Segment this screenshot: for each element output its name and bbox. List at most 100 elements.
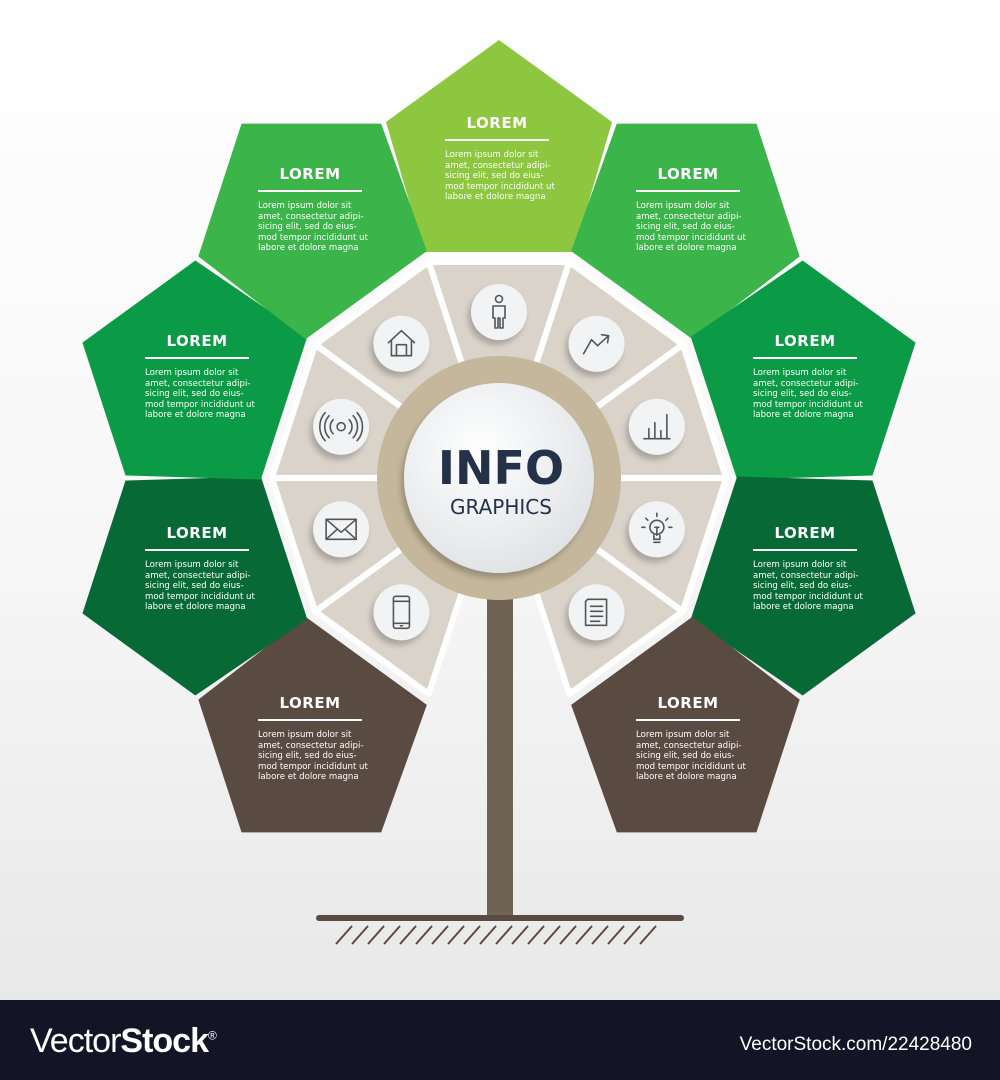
body-line: labore et dolore magna [753, 602, 854, 613]
footer-bar: VectorStock® VectorStock.com/22428480 [0, 1000, 1000, 1080]
body-line: Lorem ipsum dolor sit [445, 150, 539, 160]
hatch-line [511, 925, 529, 945]
home-icon[interactable] [373, 315, 430, 372]
item-title: LOREM [166, 332, 228, 350]
ground-line [316, 915, 684, 921]
pentagon-7 [82, 476, 308, 696]
body-line: amet, consectetur adipi- [636, 740, 742, 751]
hatch-line [559, 925, 577, 945]
lightbulb-icon[interactable] [628, 501, 685, 558]
title-divider [258, 190, 362, 192]
item-title: LOREM [279, 694, 341, 712]
pentagon-6 [198, 616, 427, 833]
body-line: labore et dolore magna [445, 192, 546, 203]
body-line: sicing elit, sed do eius- [636, 222, 735, 233]
brand-mark: ® [207, 1028, 217, 1043]
item-title: LOREM [166, 524, 228, 542]
body-line: mod tempor incididunt ut [145, 591, 255, 602]
brand-bold: Stock [120, 1022, 209, 1060]
brand-logo[interactable]: VectorStock® [30, 1022, 217, 1061]
hatch-line [543, 925, 561, 945]
body-line: sicing elit, sed do eius- [145, 581, 244, 592]
title-divider [258, 719, 362, 721]
body-line: amet, consectetur adipi- [258, 211, 364, 222]
body-line: Lorem ipsum dolor sit [753, 560, 847, 570]
body-line: labore et dolore magna [636, 772, 737, 783]
body-line: labore et dolore magna [258, 772, 359, 783]
pentagon-1 [386, 40, 612, 252]
body-line: amet, consectetur adipi- [445, 160, 551, 171]
hatch-line [335, 925, 353, 945]
body-line: Lorem ipsum dolor sit [636, 730, 730, 740]
body-line: Lorem ipsum dolor sit [258, 201, 352, 211]
body-line: sicing elit, sed do eius- [445, 171, 544, 182]
body-line: labore et dolore magna [145, 602, 246, 613]
body-line: sicing elit, sed do eius- [753, 581, 852, 592]
body-line: amet, consectetur adipi- [753, 378, 859, 389]
hatch-line [575, 925, 593, 945]
pentagon-8 [82, 260, 308, 480]
person-icon[interactable] [471, 284, 527, 340]
bar-chart-icon[interactable] [628, 398, 685, 455]
body-line: sicing elit, sed do eius- [636, 751, 735, 762]
hatch-line [527, 925, 545, 945]
title-divider [145, 549, 249, 551]
hatch-line [415, 925, 433, 945]
center-circle [404, 383, 594, 573]
hatch-line [431, 925, 449, 945]
body-line: sicing elit, sed do eius- [145, 389, 244, 400]
image-url[interactable]: VectorStock.com/22428480 [739, 1034, 972, 1055]
document-icon[interactable] [568, 584, 625, 641]
body-line: Lorem ipsum dolor sit [145, 560, 239, 570]
hatch-line [623, 925, 641, 945]
hatch-line [399, 925, 417, 945]
body-line: Lorem ipsum dolor sit [636, 201, 730, 211]
title-divider [445, 139, 549, 141]
body-line: labore et dolore magna [636, 243, 737, 254]
title-divider [145, 357, 249, 359]
signal-icon[interactable] [313, 398, 370, 455]
body-line: amet, consectetur adipi- [258, 740, 364, 751]
body-line: amet, consectetur adipi- [145, 378, 251, 389]
mail-icon[interactable] [313, 501, 370, 558]
pentagon-9 [198, 123, 427, 340]
hatch-line [463, 925, 481, 945]
body-line: amet, consectetur adipi- [753, 570, 859, 581]
title-divider [753, 549, 857, 551]
hatch-line [495, 925, 513, 945]
item-title: LOREM [774, 524, 836, 542]
body-line: mod tempor incididunt ut [636, 761, 746, 772]
item-title: LOREM [657, 694, 719, 712]
body-line: sicing elit, sed do eius- [753, 389, 852, 400]
body-line: labore et dolore magna [145, 410, 246, 421]
body-line: mod tempor incididunt ut [636, 232, 746, 243]
trend-arrow-icon[interactable] [568, 315, 625, 372]
item-title: LOREM [279, 165, 341, 183]
hatch-line [367, 925, 385, 945]
hatch-line [383, 925, 401, 945]
body-line: sicing elit, sed do eius- [258, 222, 357, 233]
pentagon-4 [690, 476, 916, 696]
center-subtitle: GRAPHICS [450, 495, 552, 519]
title-divider [753, 357, 857, 359]
body-line: mod tempor incididunt ut [753, 399, 863, 410]
item-title: LOREM [657, 165, 719, 183]
ground-hatching [335, 925, 657, 945]
body-line: mod tempor incididunt ut [445, 181, 555, 192]
mobile-phone-icon[interactable] [373, 584, 430, 641]
